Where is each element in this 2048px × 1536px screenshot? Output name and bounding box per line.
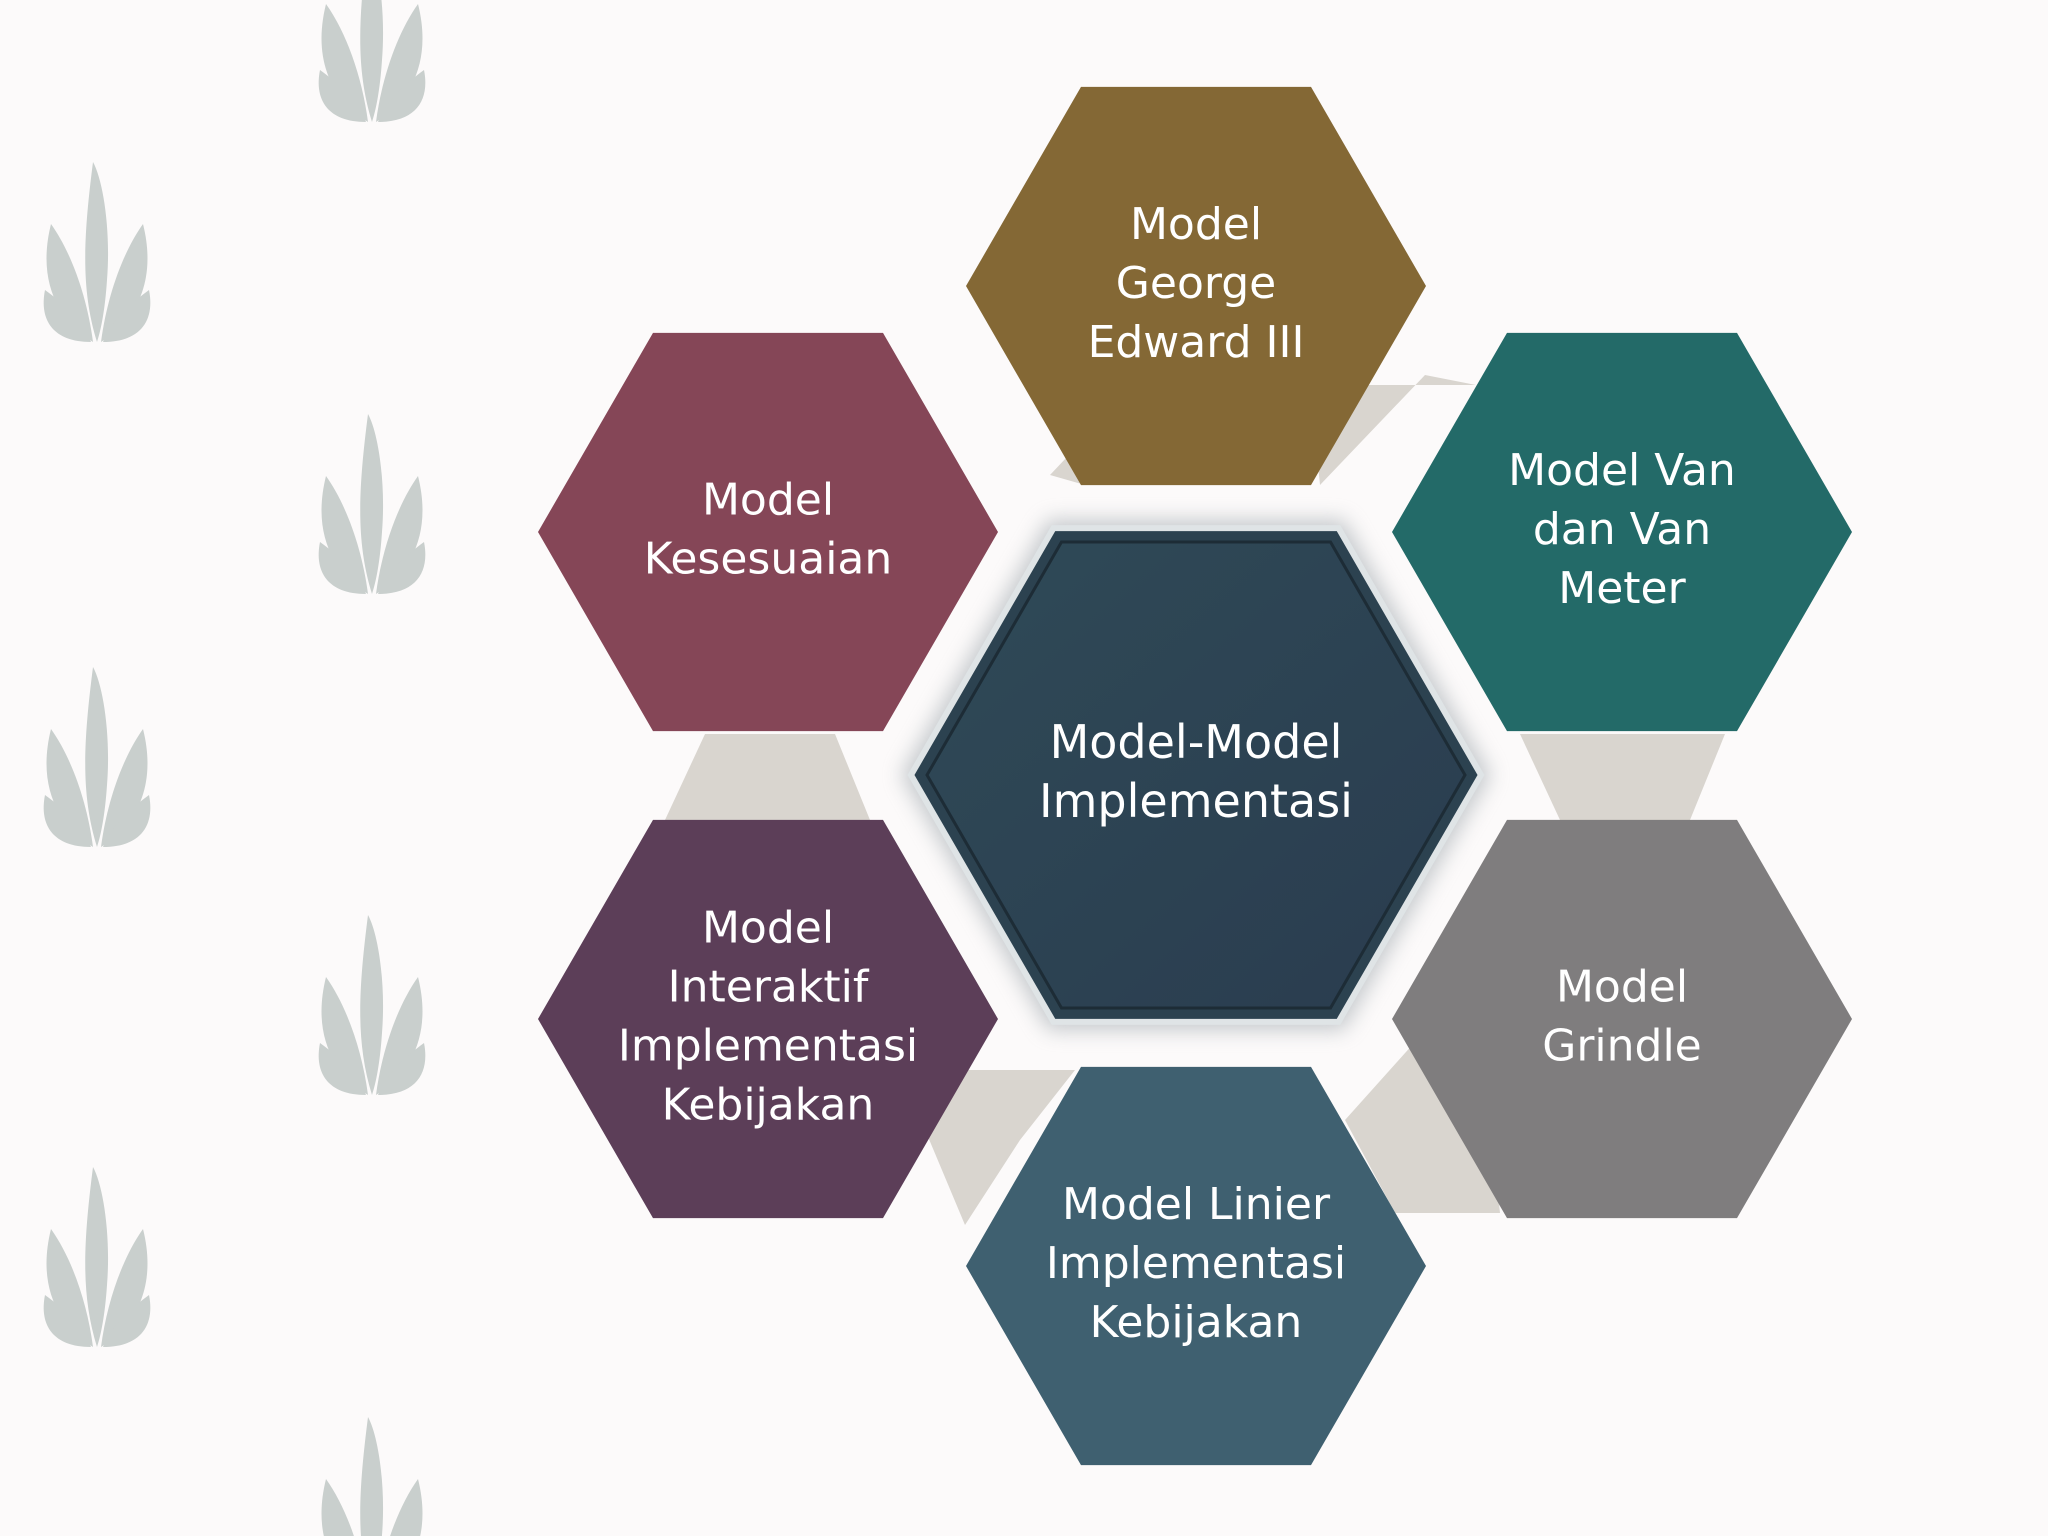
hexagon-upper-right-label-line: dan Van bbox=[1533, 504, 1711, 555]
hexagon-upper-right-shape bbox=[1392, 332, 1852, 732]
hexagon-lower-left-shape bbox=[538, 819, 998, 1219]
leaf-icon bbox=[43, 1167, 151, 1347]
hexagon-lower-left-label-line: Interaktif bbox=[668, 962, 870, 1013]
hexagon-top-shape bbox=[966, 86, 1426, 486]
leaf-icon bbox=[321, 1417, 423, 1536]
center-hexagon-inner bbox=[925, 540, 1467, 1010]
hexagon-upper-left-label-line: Model bbox=[702, 475, 834, 526]
leaf-icon bbox=[318, 0, 426, 122]
leaf-icon bbox=[318, 915, 426, 1095]
hexagon-lower-right-label-line: Model bbox=[1556, 962, 1688, 1013]
hexagon-lower-right-label-line: Grindle bbox=[1542, 1021, 1702, 1072]
leaf-icon bbox=[43, 162, 151, 342]
leaf-decoration-column bbox=[43, 0, 426, 1536]
hexagon-upper-left-label-line: Kesesuaian bbox=[644, 534, 893, 585]
hexagon-upper-right-label-line: Meter bbox=[1558, 563, 1686, 614]
hexagon-top-label-line: George bbox=[1116, 258, 1276, 309]
hexagon-bottom-label-line: Model Linier bbox=[1062, 1179, 1331, 1230]
hexagon-top-label-line: Model bbox=[1130, 199, 1262, 250]
connector-band bbox=[665, 734, 870, 820]
hexagon-lower-right-shape bbox=[1392, 819, 1852, 1219]
leaf-icon bbox=[43, 667, 151, 847]
hexagon-lower-left-label-line: Implementasi bbox=[618, 1021, 918, 1072]
center-label-line: Implementasi bbox=[1039, 774, 1353, 828]
hexagon-lower-left-label-line: Model bbox=[702, 903, 834, 954]
connector-band bbox=[1520, 734, 1725, 820]
center-label-line: Model-Model bbox=[1050, 715, 1343, 769]
hexagon-bottom-label-line: Kebijakan bbox=[1090, 1297, 1303, 1348]
hexagon-upper-right-label-line: Model Van bbox=[1508, 445, 1736, 496]
hexagon-upper-left-shape bbox=[538, 332, 998, 732]
hexagon-bottom-shape bbox=[966, 1066, 1426, 1466]
hexagon-lower-left-label-line: Kebijakan bbox=[662, 1080, 875, 1131]
hexagon-bottom-label-line: Implementasi bbox=[1046, 1238, 1346, 1289]
hexagon-top-label-line: Edward III bbox=[1088, 317, 1305, 368]
leaf-icon bbox=[318, 414, 426, 594]
